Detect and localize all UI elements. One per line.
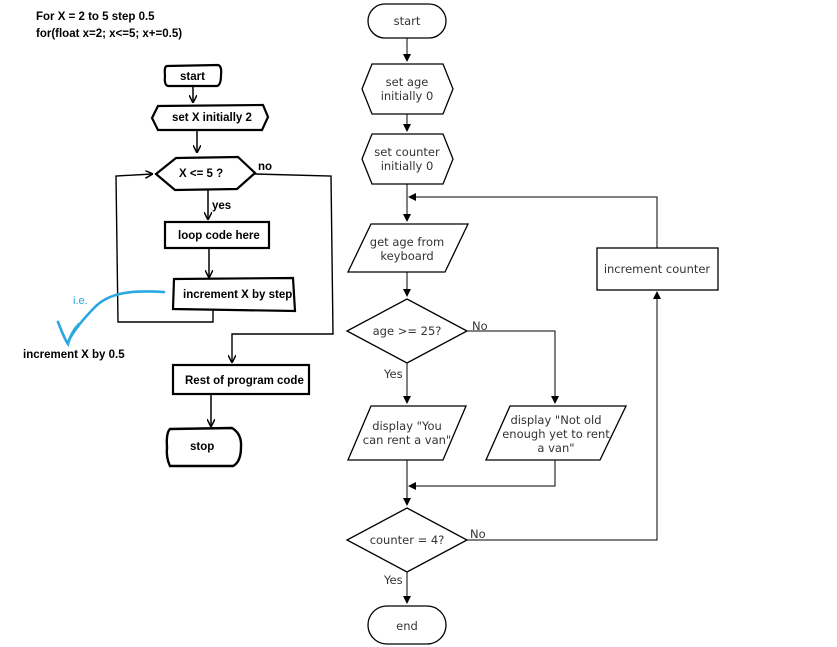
fc-display-no-label-1: display "Not old bbox=[510, 413, 601, 427]
sketch-yes-label: yes bbox=[212, 200, 231, 212]
fc-decision-counter-label: counter = 4? bbox=[370, 533, 445, 547]
fc-set-counter-node: set counter initially 0 bbox=[361, 133, 454, 185]
fc-get-age-label-2: keyboard bbox=[380, 249, 433, 263]
fc-display-no-label-2: enough yet to rent bbox=[502, 427, 610, 441]
sketch-no-label: no bbox=[258, 161, 272, 173]
annotation-increment-note: increment X by 0.5 bbox=[23, 349, 125, 361]
fc-get-age-node: get age from keyboard bbox=[346, 223, 470, 273]
fc-end-label: end bbox=[396, 619, 418, 633]
sketch-set-x-node: set X initially 2 bbox=[150, 103, 270, 132]
fc-set-age-node: set age initially 0 bbox=[361, 63, 454, 115]
fc-set-counter-label-1: set counter bbox=[374, 145, 440, 159]
fc-yes-label-1: Yes bbox=[383, 367, 403, 381]
header-line-2: for(float x=2; x<=5; x+=0.5) bbox=[36, 28, 182, 40]
fc-display-no-node: display "Not old enough yet to rent a va… bbox=[484, 405, 628, 461]
fc-set-counter-label-2: initially 0 bbox=[381, 159, 434, 173]
fc-set-age-label-1: set age bbox=[386, 75, 429, 89]
fc-no-label-1: No bbox=[472, 319, 488, 333]
header-line-1: For X = 2 to 5 step 0.5 bbox=[36, 11, 155, 23]
fc-no-label-2: No bbox=[470, 527, 486, 541]
fc-set-age-label-2: initially 0 bbox=[381, 89, 434, 103]
fc-increment-counter-label: increment counter bbox=[604, 262, 711, 276]
fc-decision-age-label: age >= 25? bbox=[373, 324, 442, 338]
sketch-start-node: start bbox=[163, 63, 223, 88]
fc-display-yes-label-2: can rent a van" bbox=[363, 433, 451, 447]
sketch-condition-node: X <= 5 ? bbox=[154, 155, 257, 192]
sketch-rest-node: Rest of program code bbox=[171, 363, 311, 396]
sketch-increment-node: increment X by step bbox=[171, 276, 297, 313]
fc-display-yes-label-1: display "You bbox=[372, 419, 442, 433]
fc-display-no-label-3: a van" bbox=[537, 441, 574, 455]
sketch-loop-code-node: loop code here bbox=[163, 220, 271, 250]
annotation-ie: i.e. bbox=[56, 290, 166, 347]
sketch-loop-code-label: loop code here bbox=[178, 230, 260, 242]
fc-start-label: start bbox=[394, 14, 421, 28]
fc-decision-counter-node: counter = 4? bbox=[345, 507, 469, 573]
fc-get-age-label-1: get age from bbox=[370, 235, 444, 249]
fc-start-node: start bbox=[367, 3, 447, 39]
sketch-condition-label: X <= 5 ? bbox=[179, 168, 223, 180]
fc-display-yes-node: display "You can rent a van" bbox=[347, 405, 467, 461]
sketch-stop-label: stop bbox=[190, 441, 214, 453]
sketch-increment-label: increment X by step bbox=[183, 289, 292, 301]
fc-yes-label-2: Yes bbox=[383, 573, 403, 587]
sketch-rest-label: Rest of program code bbox=[185, 375, 304, 387]
annotation-ie-label: i.e. bbox=[73, 295, 88, 307]
fc-end-node: end bbox=[367, 605, 447, 645]
sketch-start-label: start bbox=[180, 71, 205, 83]
fc-decision-age-node: age >= 25? bbox=[345, 298, 469, 364]
sketch-set-x-label: set X initially 2 bbox=[172, 112, 252, 124]
sketch-stop-node: stop bbox=[165, 426, 243, 468]
fc-increment-counter-node: increment counter bbox=[596, 247, 719, 291]
